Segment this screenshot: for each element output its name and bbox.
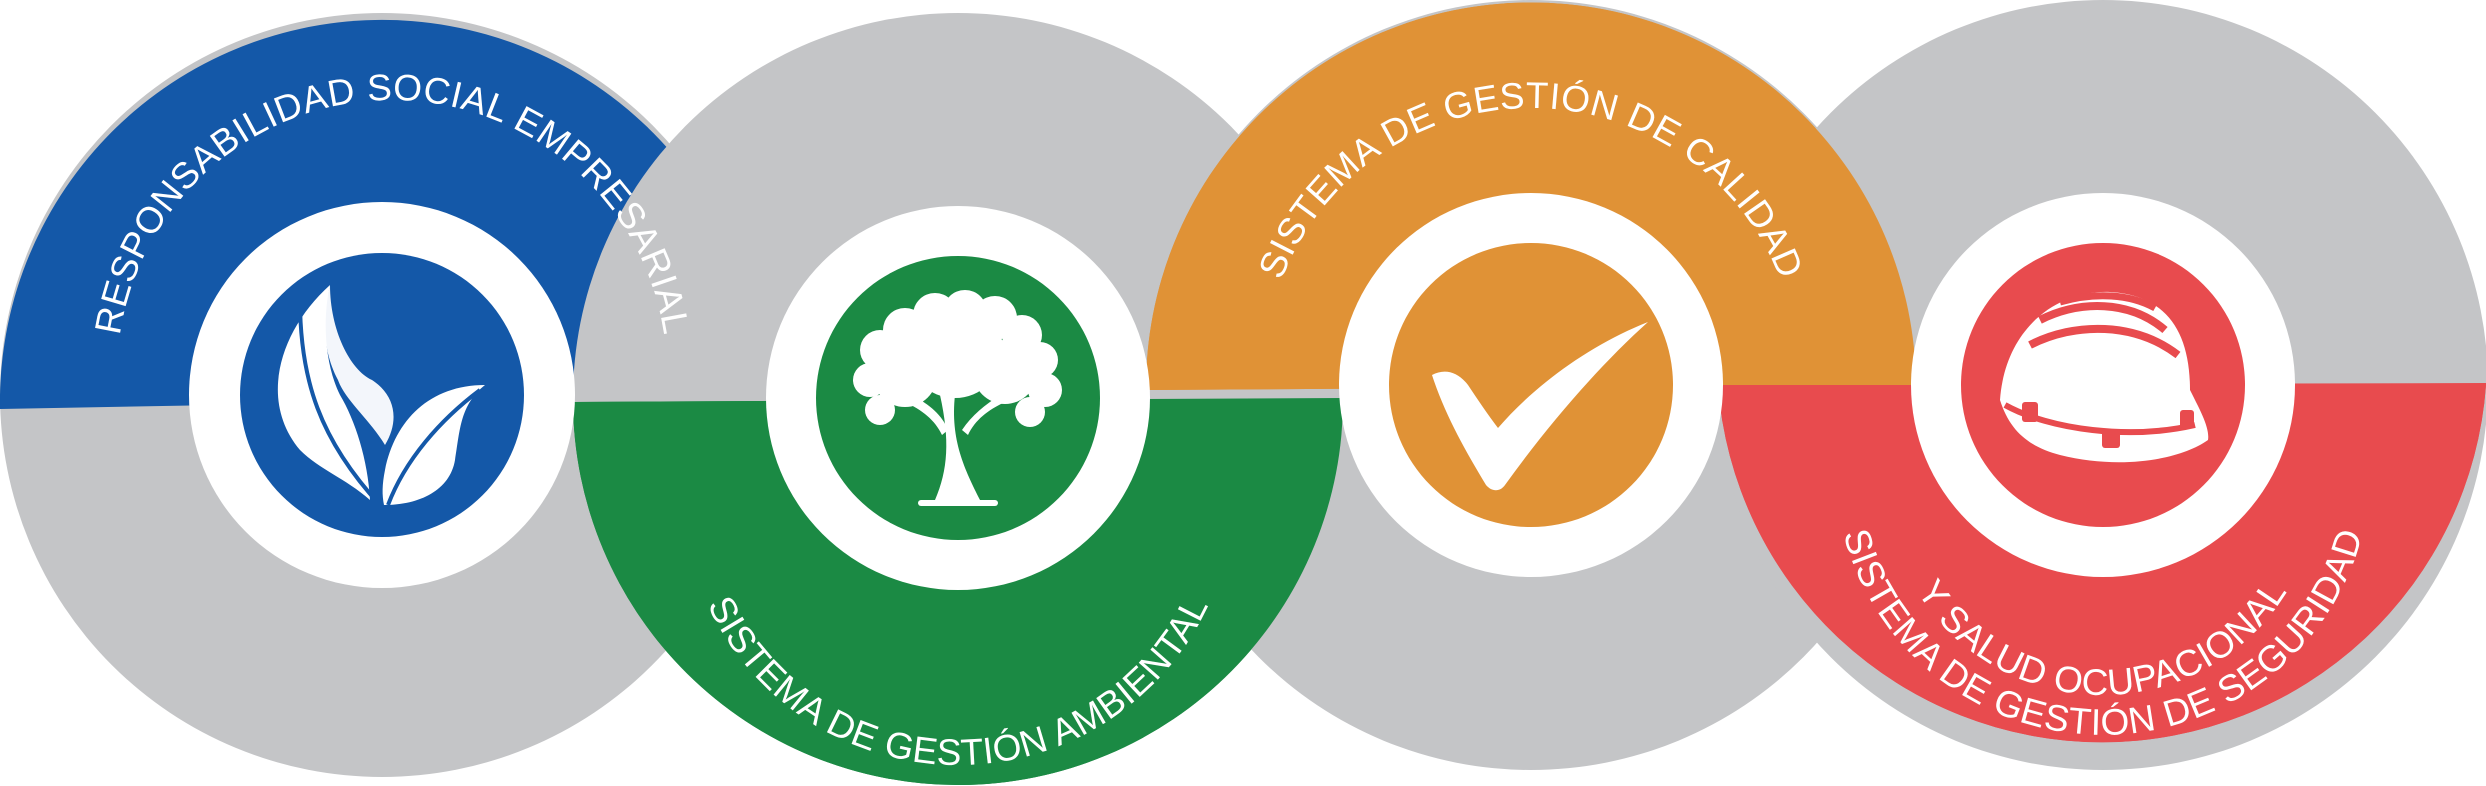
hard-hat-icon (2000, 291, 2209, 463)
checkmark-icon (1432, 322, 1648, 491)
tree-icon (853, 290, 1062, 506)
leaves-icon (277, 285, 485, 507)
badge-sgc-disc (1389, 243, 1673, 527)
badge-sga-overlap-front (573, 398, 1344, 786)
